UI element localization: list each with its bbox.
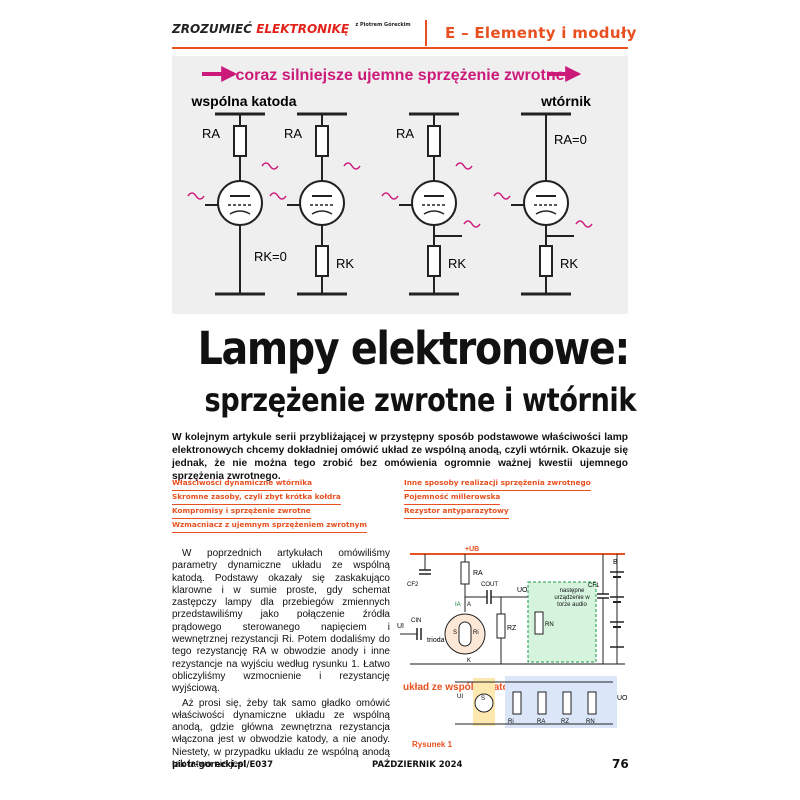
uo2-label: UO <box>617 695 628 702</box>
next-stage-label: następne urządzenie w torze audio <box>554 588 590 608</box>
ri-label: Ri <box>473 630 479 636</box>
output-signal <box>343 162 361 170</box>
ui-label: UI <box>397 623 404 630</box>
page-number: 76 <box>612 757 629 771</box>
resistor-rk <box>539 245 553 277</box>
input-signal <box>381 192 399 200</box>
k-label: K <box>467 658 471 664</box>
cf1-label: CF1 <box>588 583 600 589</box>
tube-cathode <box>311 210 333 215</box>
rk-label: RK=0 <box>254 249 287 264</box>
tube-cathode <box>423 210 445 215</box>
article-title: Lampy elektronowe: <box>197 322 631 375</box>
figure-feedback-circuits: coraz silniejsze ujemne sprzężenie zwrot… <box>172 56 628 314</box>
input-signal <box>493 192 511 200</box>
header-rule <box>172 47 628 49</box>
rk-label: RK <box>448 256 466 271</box>
common-anode-text: układ ze wspólną katodą <box>403 682 521 693</box>
circuits-diagram: coraz silniejsze ujemne sprzężenie zwrot… <box>187 66 593 296</box>
ri2-label: Ri <box>508 719 514 725</box>
ra-label: RA <box>284 126 302 141</box>
resistor-rk <box>427 245 441 277</box>
ra-label: RA <box>396 126 414 141</box>
rz2-label: RZ <box>561 719 569 725</box>
current-source <box>474 693 494 713</box>
a-label: A <box>467 602 471 608</box>
toc-link[interactable]: Właściwości dynamiczne wtórnika <box>172 477 313 491</box>
s2-label: S <box>481 696 485 702</box>
article-subtitle: sprzężenie zwrotne i wtórnik <box>204 381 637 419</box>
cin-label: CIN <box>411 618 421 624</box>
footer-url[interactable]: piotr-gorecki.pl/E037 <box>172 760 273 770</box>
s-label: S <box>453 630 457 636</box>
tube-stages: RA RK=0 RA RK RA RK RA=0RK <box>187 112 593 296</box>
ra-label: RA <box>202 126 220 141</box>
schematic-diagram: +UB RA CF2 COUT UO trioda Ri S A IA K CI… <box>397 546 628 728</box>
input-signal <box>187 192 205 200</box>
output-signal <box>575 220 593 228</box>
resistor-ra <box>427 125 441 157</box>
output-signal <box>463 220 481 228</box>
footer-issue: Październik 2024 <box>372 760 463 770</box>
ra2-label: RA <box>537 719 545 725</box>
toc-link[interactable]: Pojemność millerowska <box>404 491 501 505</box>
tube-envelope <box>217 180 263 226</box>
logo-subtitle: z Piotrem Góreckim <box>355 22 411 28</box>
magazine-logo: Zrozumieć Elektronikę z Piotrem Góreckim <box>172 22 411 36</box>
tube-cathode <box>229 210 251 215</box>
toc-link[interactable]: Skromne zasoby, czyli zbyt krótka kołdra <box>172 491 341 505</box>
label-follower: wtórnik <box>540 93 591 109</box>
toc-link[interactable]: Inne sposoby realizacji sprzężenia zwrot… <box>404 477 591 491</box>
header-separator <box>425 20 427 46</box>
resistor-rk <box>315 245 329 277</box>
tube-envelope <box>299 180 345 226</box>
rz-label: RZ <box>507 625 517 632</box>
logo-part-1: Zrozumieć <box>172 22 252 36</box>
output-signal <box>455 162 473 170</box>
cout-label: COUT <box>481 582 498 588</box>
logo-part-2: Elektronikę <box>256 22 350 36</box>
toc-left: Właściwości dynamiczne wtórnika Skromne … <box>172 477 367 533</box>
ub-label: +UB <box>465 546 479 553</box>
ui2-label: UI <box>457 694 463 700</box>
tube-envelope <box>523 180 569 226</box>
cf2-label: CF2 <box>407 582 419 588</box>
common-anode-label: układ ze wspólną katodą <box>403 682 521 693</box>
figure-1-schematic: +UB RA CF2 COUT UO trioda Ri S A IA K CI… <box>395 542 633 752</box>
uo-label: UO <box>517 587 528 594</box>
rn-label: RN <box>545 622 554 628</box>
input-signal <box>269 192 287 200</box>
toc-link[interactable]: Kompromisy i sprzężenie zwrotne <box>172 505 311 519</box>
rk-label: RK <box>560 256 578 271</box>
resistor-ra <box>233 125 247 157</box>
arrow-caption: coraz silniejsze ujemne sprzężenie zwrot… <box>236 67 565 84</box>
resistor-rz <box>496 613 506 639</box>
body-paragraph-2: Aż prosi się, żeby tak samo gładko omówi… <box>172 697 390 771</box>
toc-right: Inne sposoby realizacji sprzężenia zwrot… <box>404 477 591 519</box>
lead-paragraph: W kolejnym artykule serii przybliżającej… <box>172 432 628 482</box>
resistor-ra <box>315 125 329 157</box>
toc-link[interactable]: Rezystor antyparazytowy <box>404 505 509 519</box>
rk-label: RK <box>336 256 354 271</box>
output-signal <box>261 162 279 170</box>
section-title: E – Elementy i moduły <box>445 24 637 42</box>
ra-label: RA <box>473 570 483 577</box>
figure-caption: Rysunek 1 <box>412 740 453 749</box>
rn2-label: RN <box>586 719 595 725</box>
label-common-cathode: wspólna katoda <box>190 93 296 109</box>
b-label: B <box>613 559 618 566</box>
body-paragraph-1: W poprzednich artykułach omówiliśmy para… <box>172 548 390 695</box>
toc-link[interactable]: Wzmacniacz z ujemnym sprzężeniem zwrotny… <box>172 519 367 533</box>
ia-label: IA <box>455 602 461 608</box>
tube-cathode <box>535 210 557 215</box>
triode-label: trioda <box>427 637 445 644</box>
resistor-ra <box>460 561 470 585</box>
body-column: W poprzednich artykułach omówiliśmy para… <box>172 548 390 771</box>
tube-envelope <box>411 180 457 226</box>
ra-label: RA=0 <box>554 132 587 147</box>
